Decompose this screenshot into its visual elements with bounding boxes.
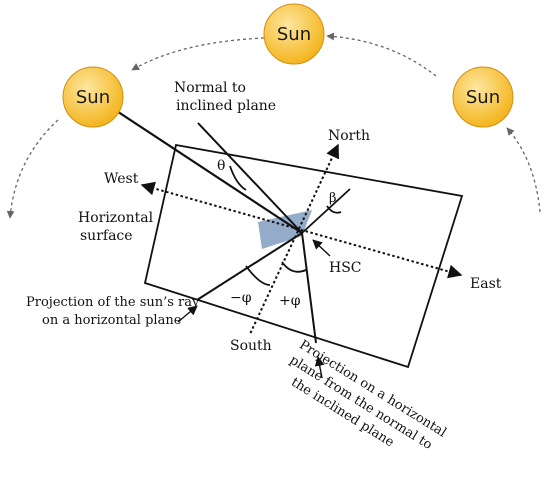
- sun-icon: [263, 3, 325, 65]
- plus-phi-label: +φ: [279, 293, 301, 309]
- north-label: North: [328, 128, 370, 144]
- projection-sun-pointer: [177, 305, 198, 323]
- plus-phi-angle-arc: [281, 261, 307, 273]
- tilt-line: [301, 188, 351, 234]
- sun-label: Sun: [466, 87, 500, 108]
- east-label: East: [470, 276, 502, 292]
- minus-phi-label: −φ: [230, 290, 252, 306]
- projection-sun-ray-line: [196, 232, 303, 301]
- projection-sun-label-line2: on a horizontal plane: [42, 313, 182, 328]
- beta-angle-arc: [326, 205, 342, 214]
- projection-normal-pointer: [314, 356, 325, 379]
- sun-right: Sun: [452, 66, 514, 128]
- south-label: South: [230, 338, 272, 354]
- hsc-pointer: [312, 239, 331, 257]
- beta-label: β: [329, 191, 337, 206]
- horizontal-surface-label-line1: Horizontal: [78, 210, 154, 226]
- sun-icon: [62, 66, 124, 128]
- west-east-axis: [140, 181, 463, 279]
- horizontal-surface-label-line2: surface: [80, 228, 133, 244]
- sun-top: Sun: [263, 3, 325, 65]
- minus-phi-angle-arc: [245, 265, 271, 286]
- sun-path-arc-top-left: [131, 37, 265, 71]
- sun-path-arc-right: [506, 127, 541, 213]
- west-label: West: [104, 171, 139, 187]
- projection-normal-line: [301, 232, 317, 344]
- normal-label-line1: Normal to: [174, 80, 246, 96]
- horizontal-surface-plane: [143, 143, 464, 369]
- sun-path-arc-left: [6, 119, 59, 219]
- sun-path-arc-top-right: [326, 32, 437, 77]
- normal-label-line2: inclined plane: [176, 98, 276, 114]
- hsc-label: HSC: [329, 260, 362, 276]
- normal-line: [197, 122, 303, 234]
- projection-normal-label-line2: plane from the normal to: [287, 353, 435, 453]
- projection-sun-label-line1: Projection of the sun’s ray: [26, 295, 200, 310]
- theta-label: θ: [217, 158, 225, 174]
- theta-angle-arc: [229, 165, 247, 191]
- sun-left: Sun: [62, 66, 124, 128]
- sun-ray-line: [99, 99, 303, 234]
- sun-label: Sun: [277, 24, 311, 45]
- sun-icon: [452, 66, 514, 128]
- sun-label: Sun: [76, 87, 110, 108]
- projection-normal-label: Projection on a horizontal plane from th…: [287, 338, 449, 454]
